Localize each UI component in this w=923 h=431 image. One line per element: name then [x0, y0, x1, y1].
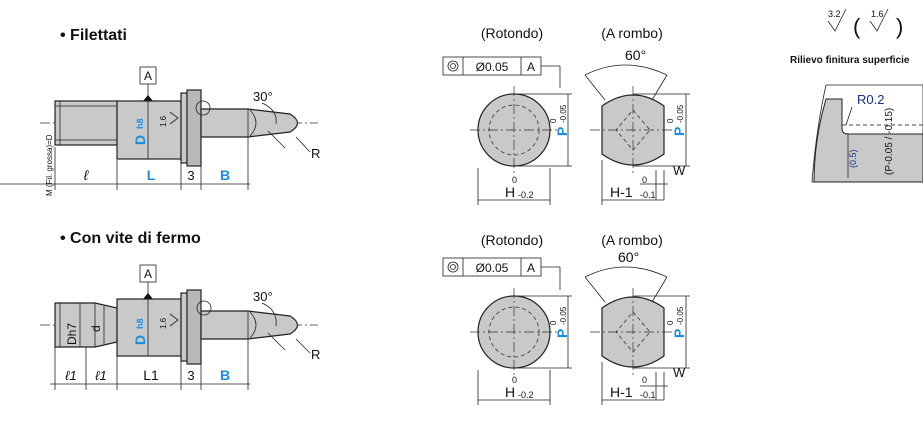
flange-2 — [186, 289, 202, 365]
svg-text:W: W — [673, 365, 686, 380]
paren-open: ( — [853, 14, 861, 39]
dim-H1: H-1 — [610, 184, 633, 200]
dim-W: W — [673, 163, 686, 178]
detail-section — [813, 98, 923, 183]
coaxiality-datum: A — [527, 60, 535, 74]
svg-text:0: 0 — [642, 175, 647, 185]
angle-30-2: 30° — [253, 289, 273, 304]
detail-circle-2 — [196, 300, 212, 316]
svg-text:-0.2: -0.2 — [518, 390, 534, 400]
pin-2 — [200, 310, 299, 340]
detail-tol: (P-0.05 / -0.15) — [884, 108, 895, 175]
main-body — [116, 100, 182, 160]
dim-P: P — [554, 127, 570, 136]
svg-text:-0.1: -0.1 — [640, 190, 656, 200]
detail-circle — [195, 100, 211, 116]
dim-l1-b: ℓ1 — [95, 368, 106, 383]
dim-L1: L1 — [143, 367, 159, 383]
svg-text:-0.05: -0.05 — [559, 104, 568, 123]
radius-R-2: R — [311, 347, 320, 362]
svg-text:0: 0 — [512, 175, 517, 185]
svg-text:A: A — [527, 261, 535, 275]
dim-Dh7: Dh7 — [65, 323, 79, 345]
dim-H: H — [505, 184, 515, 200]
section-title-threaded: • Filettati — [60, 27, 127, 44]
dim-d: d — [89, 325, 103, 332]
section-title-setscrew: • Con vite di fermo — [60, 230, 201, 247]
datum-triangle — [143, 95, 153, 101]
svg-text:0: 0 — [512, 375, 517, 385]
main-body-2 — [116, 298, 182, 357]
svg-text:-0.1: -0.1 — [640, 390, 656, 400]
pin — [200, 108, 299, 138]
dim-P-rhomb: P — [671, 127, 687, 136]
svg-text:H-1: H-1 — [610, 384, 633, 400]
dim-3: 3 — [187, 168, 194, 183]
roughness-16: 1.6 — [159, 115, 168, 127]
dim-D-tol: h8 — [135, 118, 145, 129]
svg-text:P: P — [554, 329, 570, 338]
finish-symbol-32 — [827, 8, 847, 32]
finish-symbol-16 — [869, 8, 889, 32]
roughness-32: 3.2 — [828, 9, 841, 19]
dim-B-2: B — [220, 367, 230, 383]
angle-30: 30° — [253, 89, 273, 104]
dim-3-2: 3 — [187, 368, 194, 383]
svg-text:0: 0 — [642, 375, 647, 385]
svg-text:-0.2: -0.2 — [518, 190, 534, 200]
detail-R02: R0.2 — [857, 92, 884, 107]
dim-B: B — [220, 167, 230, 183]
datum-triangle-2 — [143, 293, 153, 299]
datum-label-2: A — [144, 267, 152, 281]
paren-close: ) — [896, 14, 903, 39]
view-round-title: (Rotondo) — [481, 25, 543, 41]
threaded-shank — [54, 100, 118, 146]
svg-text:P: P — [671, 329, 687, 338]
datum-label: A — [144, 69, 152, 83]
svg-text:0: 0 — [549, 320, 558, 325]
finish-title: Rilievo finitura superficie — [790, 55, 910, 66]
angle-60: 60° — [625, 47, 646, 63]
detail-05: (0.5) — [848, 149, 858, 168]
roughness-16-2: 1.6 — [159, 317, 168, 329]
thread-spec: M (Fil. grossa)=D — [45, 134, 54, 196]
svg-text:-0.05: -0.05 — [676, 104, 685, 123]
dim-L: L — [147, 167, 156, 183]
dim-D: D — [132, 135, 148, 145]
dim-l1-a: ℓ1 — [65, 368, 76, 383]
flange — [186, 89, 202, 167]
svg-text:Ø0.05: Ø0.05 — [476, 261, 509, 275]
svg-text:-0.05: -0.05 — [676, 306, 685, 325]
dim-D-2: D — [132, 335, 148, 345]
svg-text:0: 0 — [549, 118, 558, 123]
svg-text:-0.05: -0.05 — [559, 306, 568, 325]
dim-D-tol-2: h8 — [135, 318, 145, 329]
roughness-16-finish: 1.6 — [871, 9, 884, 19]
view-rhomb-title-2: (A rombo) — [601, 232, 662, 248]
svg-text:0: 0 — [666, 118, 675, 123]
view-round-title-2: (Rotondo) — [481, 232, 543, 248]
svg-text:H: H — [505, 384, 515, 400]
view-rhomb-title: (A rombo) — [601, 25, 662, 41]
radius-R: R — [311, 146, 320, 161]
svg-text:0: 0 — [666, 320, 675, 325]
dim-l: ℓ — [83, 167, 89, 183]
coaxiality-value: Ø0.05 — [476, 60, 509, 74]
svg-text:60°: 60° — [618, 249, 639, 265]
